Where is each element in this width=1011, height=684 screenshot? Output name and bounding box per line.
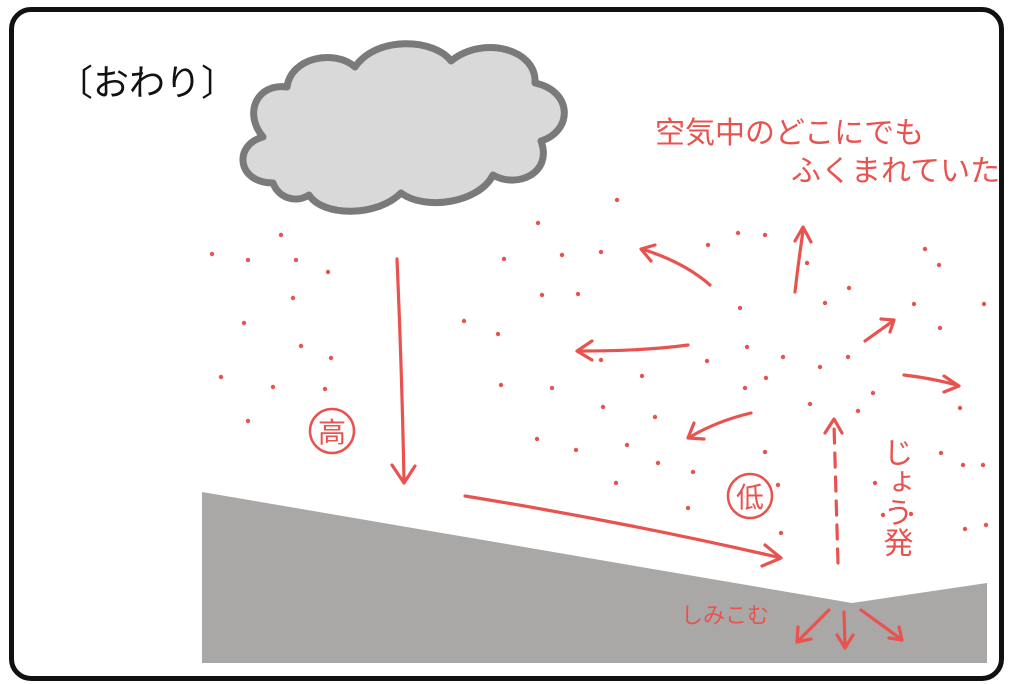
spread-arrow-up <box>793 229 805 294</box>
seep-in-label: しみこむ <box>681 604 769 629</box>
cloud-icon <box>239 40 568 215</box>
ground-slope <box>202 492 987 663</box>
everywhere-caption-line2: ふくまれていた。 <box>791 154 999 189</box>
spread-arrow-left <box>577 343 690 353</box>
vapor-dots <box>209 197 989 536</box>
evaporation-label: じょう発 <box>878 437 914 557</box>
panel-title: 〔おわり〕 <box>57 63 237 104</box>
low-circle <box>726 472 774 520</box>
spread-arrow-upright <box>863 319 895 343</box>
high-circle <box>308 407 356 455</box>
water-cycle-scene: 〔おわり〕 空気中のどこにでも ふくまれていた。 高 低 じょう発 しみこむ <box>57 40 999 663</box>
spread-arrow-upleft <box>643 248 712 287</box>
seep-arrow-right <box>859 608 903 641</box>
high-label: 高 <box>318 416 346 449</box>
flow-arrows <box>390 225 961 650</box>
seep-arrow-down <box>842 610 847 648</box>
evaporation-arrow <box>832 423 840 565</box>
low-label: 低 <box>736 481 764 514</box>
runoff-arrow <box>463 494 779 559</box>
spread-arrow-right <box>902 373 959 387</box>
rain-arrow <box>395 257 406 483</box>
seep-arrow-left <box>797 608 831 642</box>
everywhere-caption-line1: 空気中のどこにでも <box>655 116 924 151</box>
spread-arrow-downleft <box>688 411 753 439</box>
illustration-panel: 〔おわり〕 空気中のどこにでも ふくまれていた。 高 低 じょう発 しみこむ <box>9 7 1004 681</box>
